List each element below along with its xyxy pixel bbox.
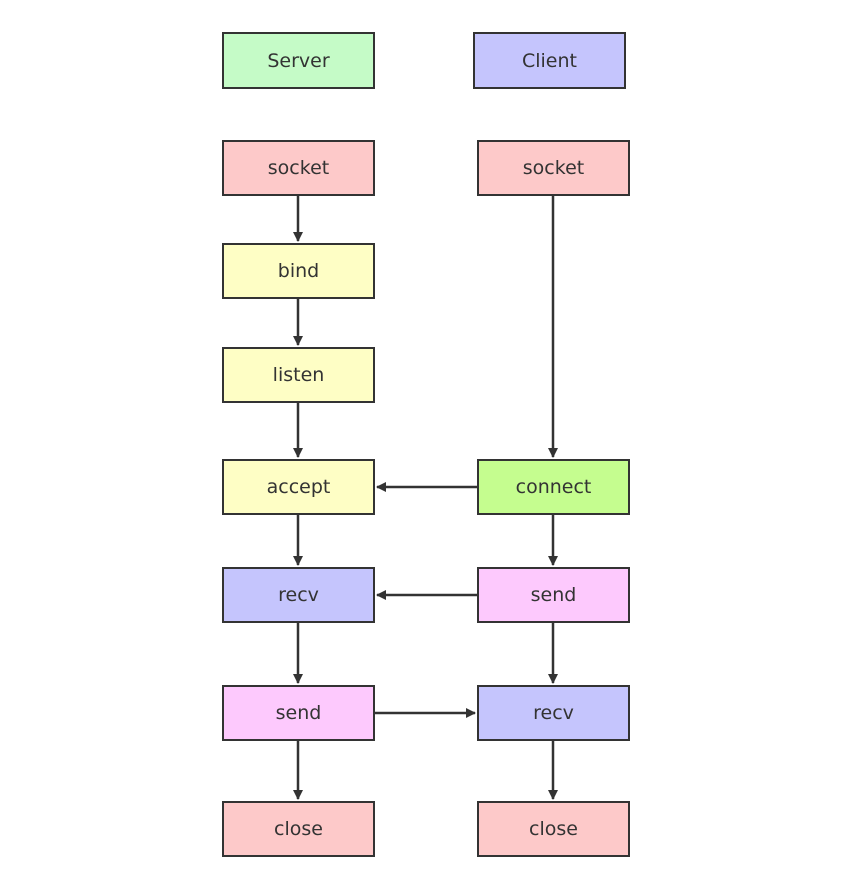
client-send-box: send <box>477 567 630 623</box>
server-accept-label: accept <box>266 476 331 498</box>
client-connect-label: connect <box>515 476 592 498</box>
client-close-label: close <box>529 818 578 840</box>
client-header-box: Client <box>473 32 626 89</box>
server-send-label: send <box>275 702 322 724</box>
server-send-box: send <box>222 685 375 741</box>
client-socket-box: socket <box>477 140 630 196</box>
client-connect-box: connect <box>477 459 630 515</box>
server-bind-box: bind <box>222 243 375 299</box>
server-listen-box: listen <box>222 347 375 403</box>
client-header-label: Client <box>521 49 577 72</box>
server-bind-label: bind <box>277 260 320 282</box>
server-close-label: close <box>274 818 323 840</box>
client-send-label: send <box>530 584 577 606</box>
server-recv-label: recv <box>278 584 319 606</box>
client-recv-box: recv <box>477 685 630 741</box>
server-listen-label: listen <box>272 364 325 386</box>
server-socket-box: socket <box>222 140 375 196</box>
server-accept-box: accept <box>222 459 375 515</box>
client-socket-label: socket <box>522 157 585 179</box>
client-close-box: close <box>477 801 630 857</box>
server-recv-box: recv <box>222 567 375 623</box>
server-header-label: Server <box>267 49 330 72</box>
server-socket-label: socket <box>267 157 330 179</box>
server-close-box: close <box>222 801 375 857</box>
client-recv-label: recv <box>533 702 574 724</box>
server-header-box: Server <box>222 32 375 89</box>
